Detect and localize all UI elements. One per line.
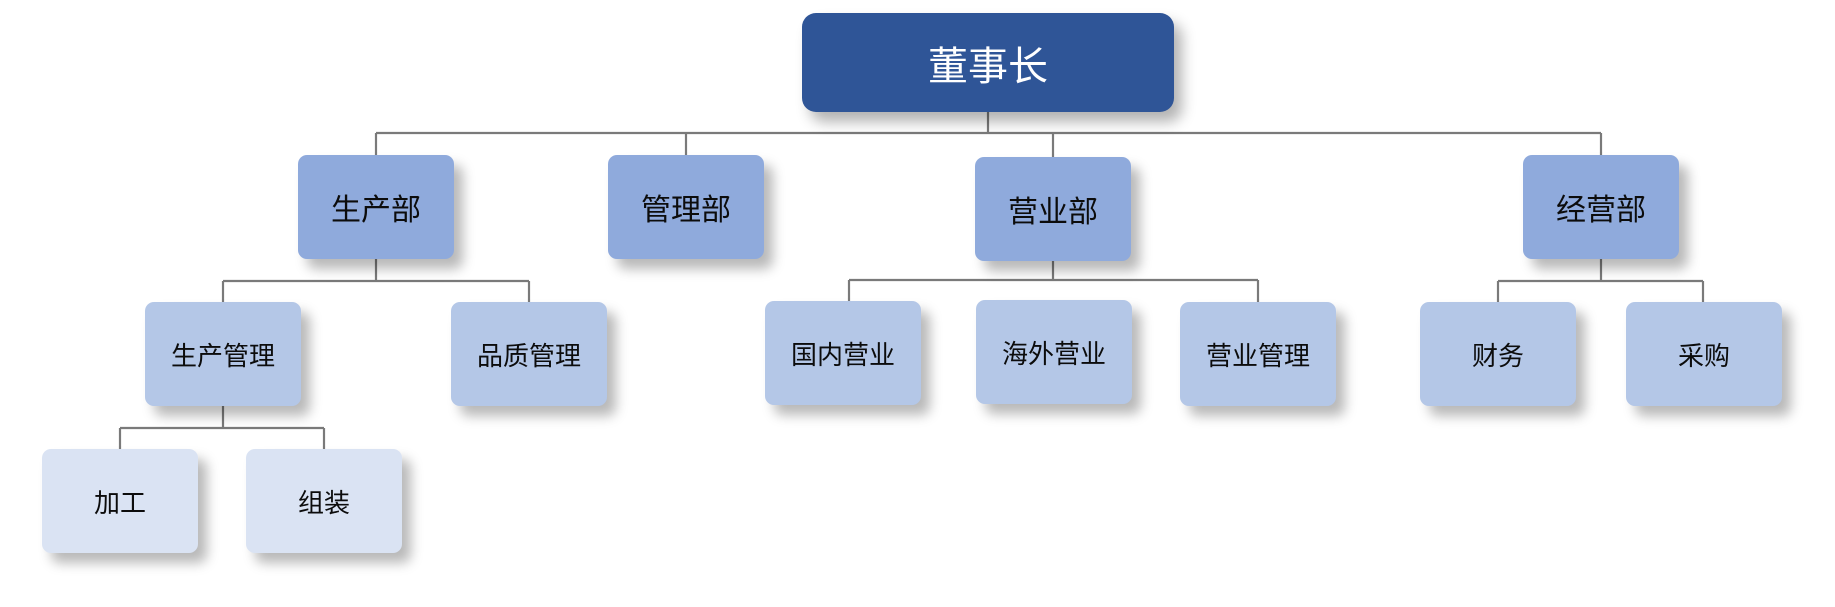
node-procurement: 采购 xyxy=(1626,302,1782,406)
node-overseas-sales: 海外营业 xyxy=(976,300,1132,404)
connector-operations-to-children xyxy=(1496,259,1705,302)
node-management-dept: 管理部 xyxy=(608,155,764,259)
node-sales-management-label: 营业管理 xyxy=(1205,341,1310,372)
node-operations-dept: 经营部 xyxy=(1523,155,1679,259)
connector-production-to-children xyxy=(221,259,531,302)
node-management-dept-label: 管理部 xyxy=(641,193,731,228)
connector-sales-to-children xyxy=(847,261,1260,302)
node-finance-label: 财务 xyxy=(1471,341,1524,372)
node-production-management-label: 生产管理 xyxy=(170,341,275,372)
node-overseas-sales-label: 海外营业 xyxy=(1001,339,1106,370)
node-sales-dept-label: 营业部 xyxy=(1008,195,1098,230)
connector-production-management-to-children xyxy=(118,406,326,449)
node-operations-dept-label: 经营部 xyxy=(1556,193,1646,228)
connector-root-to-departments xyxy=(374,112,1603,157)
node-domestic-sales-label: 国内营业 xyxy=(790,340,895,371)
node-chairman: 董事长 xyxy=(802,13,1174,112)
node-quality-management-label: 品质管理 xyxy=(476,341,581,372)
node-processing: 加工 xyxy=(42,449,198,553)
node-production-dept: 生产部 xyxy=(298,155,454,259)
node-domestic-sales: 国内营业 xyxy=(765,301,921,405)
node-assembly: 组装 xyxy=(246,449,402,553)
node-production-management: 生产管理 xyxy=(145,302,301,406)
node-chairman-label: 董事长 xyxy=(928,43,1048,90)
node-sales-management: 营业管理 xyxy=(1180,302,1336,406)
node-finance: 财务 xyxy=(1420,302,1576,406)
node-processing-label: 加工 xyxy=(93,488,146,519)
node-procurement-label: 采购 xyxy=(1677,341,1730,372)
node-sales-dept: 营业部 xyxy=(975,157,1131,261)
node-quality-management: 品质管理 xyxy=(451,302,607,406)
node-assembly-label: 组装 xyxy=(297,488,350,519)
node-production-dept-label: 生产部 xyxy=(331,193,421,228)
